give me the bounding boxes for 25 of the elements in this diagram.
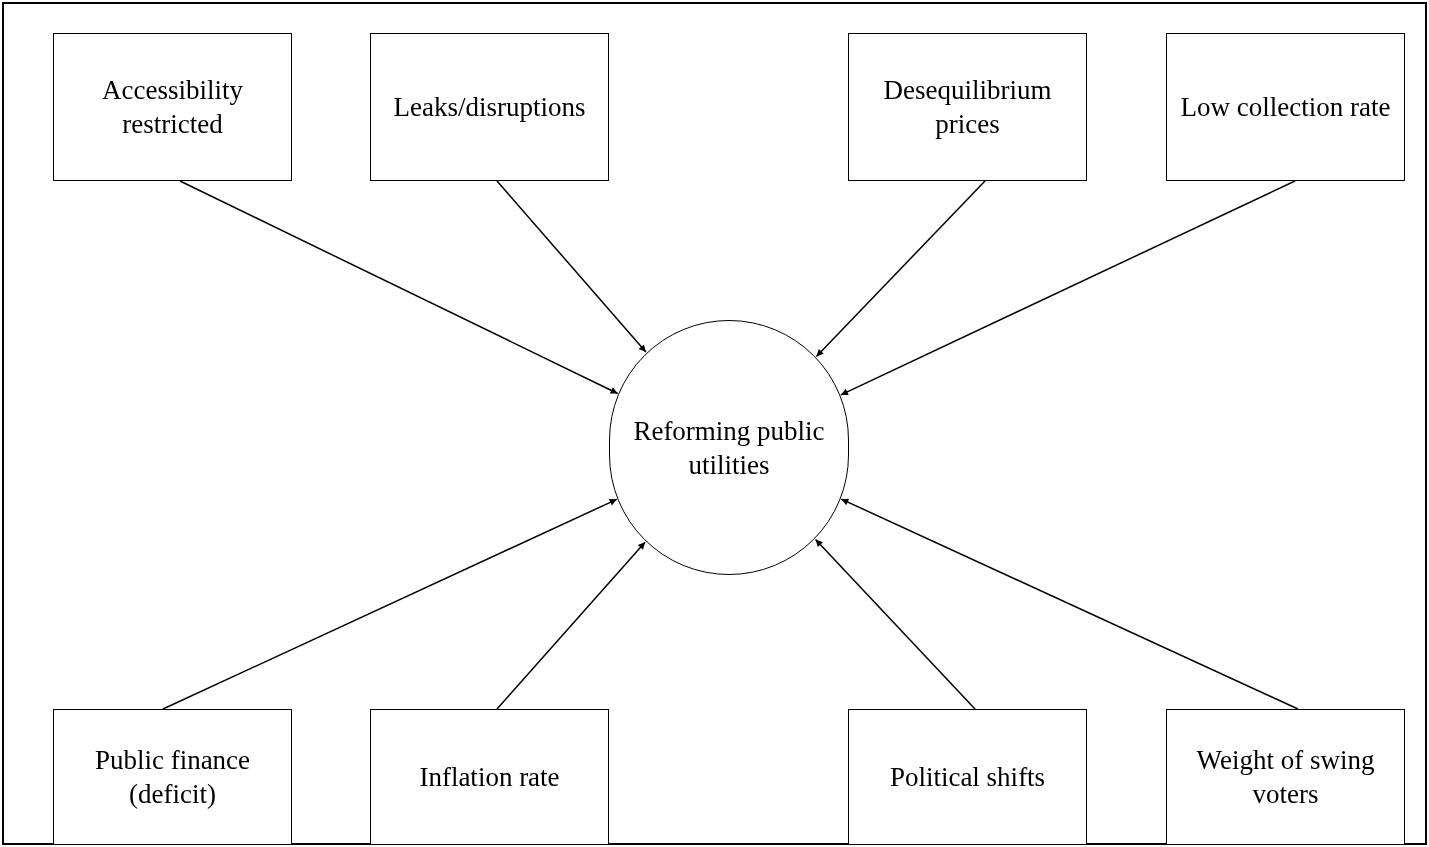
node-label: Leaks/disruptions [393,91,586,124]
factor-box [53,33,292,181]
node-label: Desequilibrium prices [882,74,1053,141]
node-label: Reforming public utilities [632,414,826,482]
node-label: Public finance (deficit) [93,744,252,811]
arrow [162,498,618,710]
arrow [179,180,619,395]
node-label: Low collection rate [1180,91,1391,124]
factor-box [53,709,292,845]
node-label: Accessibility restricted [101,74,244,141]
factor-box [370,33,609,181]
arrow [496,541,646,710]
arrow [815,180,986,358]
arrow [840,180,1296,396]
factor-box [370,709,609,845]
factor-box [1166,709,1405,845]
factor-box [848,709,1087,845]
node-label: Inflation rate [419,761,560,794]
node-label: Political shifts [889,761,1046,794]
factor-box [1166,33,1405,181]
arrow [840,498,1299,710]
factor-box [848,33,1087,181]
node-label: Weight of swing voters [1195,744,1376,811]
arrow [496,180,647,353]
arrow [814,538,976,710]
